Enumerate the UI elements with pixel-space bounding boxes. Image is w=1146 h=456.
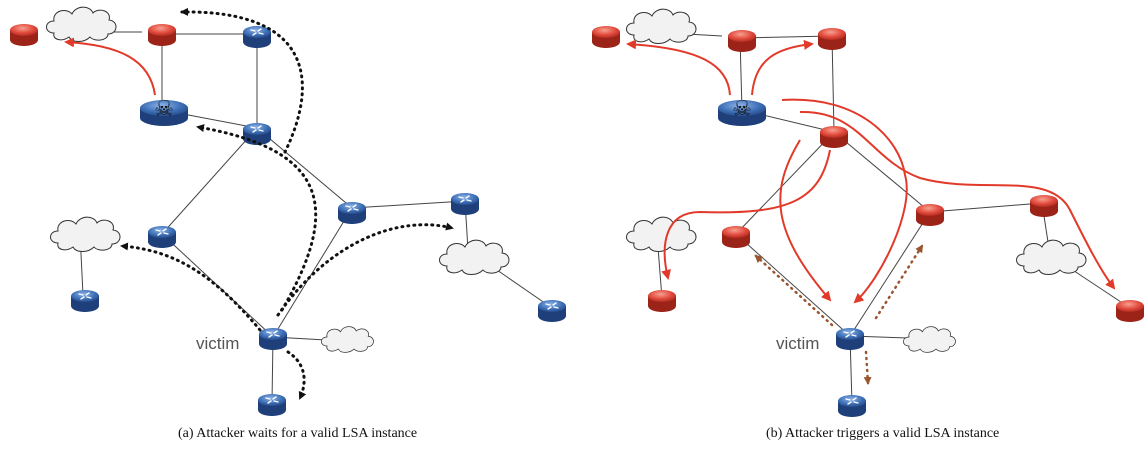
router-compromised-icon (648, 290, 676, 312)
network-diagrams: ☠ victim (10, 6, 1144, 418)
router-compromised-icon (1030, 195, 1058, 217)
cloud-icon (626, 8, 697, 44)
svg-text:☠: ☠ (154, 97, 174, 122)
router-icon (837, 394, 867, 418)
cloud-icon (50, 216, 121, 252)
victim-label: victim (776, 334, 819, 353)
router-icon (450, 192, 480, 216)
router-icon (537, 299, 567, 323)
router-icon (70, 289, 100, 313)
svg-text:☠: ☠ (732, 97, 752, 122)
router-compromised-icon (820, 126, 848, 148)
cloud-icon (903, 326, 956, 353)
panel-b: ☠ victim (592, 8, 1144, 418)
router-victim-icon (258, 327, 288, 351)
victim-label: victim (196, 334, 239, 353)
router-icon (242, 25, 272, 49)
attack-path-a (64, 37, 156, 96)
attack-paths-b (626, 39, 1116, 304)
router-victim-icon (835, 327, 865, 351)
flood-arrows-a (120, 7, 454, 400)
links-a (79, 31, 553, 404)
cloud-icon (46, 6, 117, 42)
router-compromised-icon (1116, 300, 1144, 322)
attacker-router-icon: ☠ (140, 97, 188, 126)
caption-a: (a) Attacker waits for a valid LSA insta… (178, 426, 418, 441)
cloud-icon (439, 239, 510, 275)
router-compromised-icon (818, 28, 846, 50)
panel-a: ☠ victim (10, 6, 567, 417)
links-b (656, 33, 1131, 405)
router-icon (147, 225, 177, 249)
router-compromised-icon (728, 30, 756, 52)
flood-arrows-b (754, 244, 924, 385)
router-compromised-icon (722, 226, 750, 248)
cloud-icon (1016, 239, 1087, 275)
cloud-icon (626, 216, 697, 252)
router-compromised-icon (148, 24, 176, 46)
router-icon (257, 393, 287, 417)
caption-b: (b) Attacker triggers a valid LSA instan… (766, 426, 1000, 441)
router-compromised-icon (10, 24, 38, 46)
router-compromised-icon (592, 26, 620, 48)
router-icon (242, 122, 272, 146)
router-compromised-icon (916, 204, 944, 226)
cloud-icon (321, 326, 374, 353)
router-icon (337, 201, 367, 225)
attacker-router-icon: ☠ (718, 97, 766, 126)
